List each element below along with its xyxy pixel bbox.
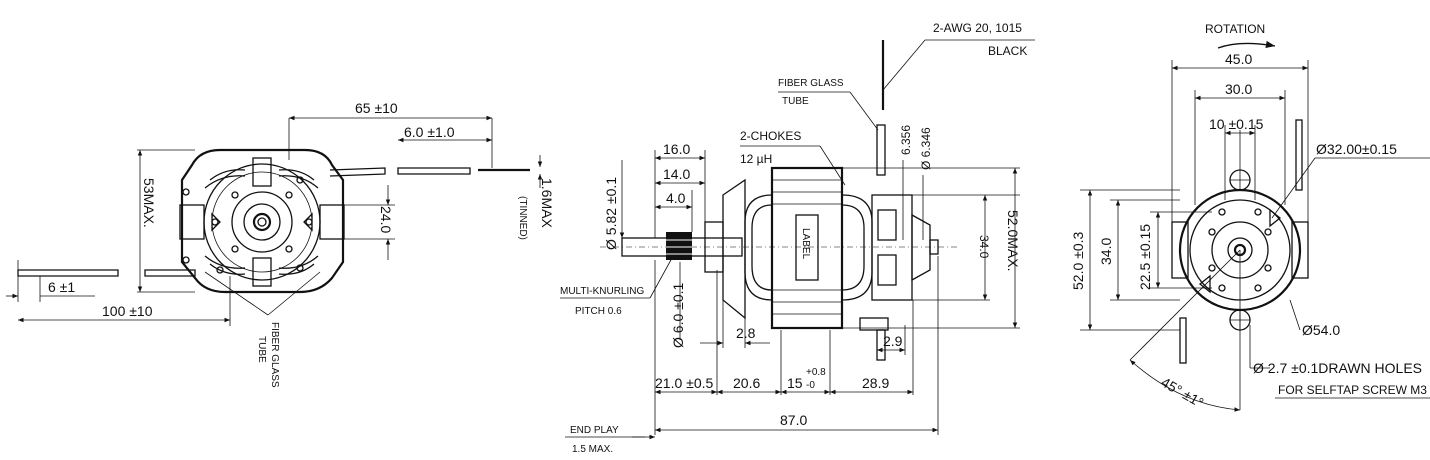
chokes-label: 2-CHOKES xyxy=(740,129,801,143)
dim-582: Ø 5.82 ±0.1 xyxy=(603,177,619,250)
dim-30: 30.0 xyxy=(1225,81,1252,97)
wire-color: BLACK xyxy=(988,44,1027,58)
dim-45: 45.0 xyxy=(1225,51,1252,67)
dim-29: 2.9 xyxy=(883,333,903,349)
middle-tube-label2: TUBE xyxy=(782,96,809,107)
dim-24: 24.0 xyxy=(378,206,394,233)
lamination-lines xyxy=(772,179,842,315)
screw-label: FOR SELFTAP SCREW M3 xyxy=(1278,383,1427,397)
right-view: ROTATION 45.0 30.0 10 ±0.15 Ø32.00±0.15 … xyxy=(1070,22,1430,412)
dim-34: 34.0 xyxy=(1098,238,1114,265)
label-text: LABEL xyxy=(800,228,811,260)
dim-60: Ø 6.0 ±0.1 xyxy=(670,283,686,348)
dim-16: 16.0 xyxy=(663,141,690,157)
dim-52max: 52.0MAX. xyxy=(1005,210,1021,271)
dim-289: 28.9 xyxy=(862,375,889,391)
dim-225: 22.5 ±0.15 xyxy=(1137,224,1153,290)
dim-87: 87.0 xyxy=(780,412,807,428)
end-play-max: 1.5 MAX. xyxy=(572,444,613,455)
middle-view: LABEL 2-AWG 20, 1015 BLACK FIBER GLASS T… xyxy=(560,21,1035,455)
dim-4: 4.0 xyxy=(666,190,686,206)
middle-tube-label: FIBER GLASS xyxy=(778,78,844,89)
dim-206: 20.6 xyxy=(733,375,760,391)
dim-28: 2.8 xyxy=(736,325,756,341)
dim-15: 15 xyxy=(787,375,803,391)
dim-10: 10 ±0.15 xyxy=(1209,116,1264,132)
dim-thickness: 1.6MAX xyxy=(539,178,555,228)
dim-strip-left: 6 ±1 xyxy=(48,279,75,295)
knurling xyxy=(666,232,692,260)
dim-32: Ø32.00±0.15 xyxy=(1316,141,1397,157)
dim-54: Ø54.0 xyxy=(1302,322,1340,338)
left-tube-label: FIBER GLASS xyxy=(269,322,280,388)
holes-label: Ø 2.7 ±0.1DRAWN HOLES xyxy=(1253,360,1422,376)
dim-6356: 6.356 xyxy=(899,125,913,155)
dim-52: 52.0 ±0.3 xyxy=(1070,232,1086,290)
left-tube-label2: TUBE xyxy=(256,336,267,363)
dim-15-tol-dn: -0 xyxy=(806,380,815,391)
left-view: 65 ±10 6.0 ±1.0 53MAX. 24.0 1.6MAX (TINN… xyxy=(6,100,555,388)
wire-spec: 2-AWG 20, 1015 xyxy=(933,21,1022,35)
left-motor-body xyxy=(17,148,530,294)
dim-lead-left: 100 ±10 xyxy=(102,303,153,319)
dim-height: 53MAX. xyxy=(141,178,157,228)
end-play-label: END PLAY xyxy=(570,425,619,436)
angle-label: 45° ±1° xyxy=(1159,374,1207,411)
dim-6346: Ø 6.346 xyxy=(919,127,933,170)
knurl-label: MULTI-KNURLING xyxy=(560,286,644,297)
dim-lead-length: 65 ±10 xyxy=(355,100,398,116)
dim-strip: 6.0 ±1.0 xyxy=(404,124,455,140)
dim-15-tol-up: +0.8 xyxy=(806,367,826,378)
pitch-label: PITCH 0.6 xyxy=(575,306,622,317)
rotation-label: ROTATION xyxy=(1205,22,1265,36)
dim-34-side: 34.0 xyxy=(977,235,991,259)
chokes-value: 12 µH xyxy=(740,152,772,166)
dim-14: 14.0 xyxy=(663,166,690,182)
dim-210: 21.0 ±0.5 xyxy=(655,375,713,391)
dim-thickness-note: (TINNED) xyxy=(517,196,528,240)
